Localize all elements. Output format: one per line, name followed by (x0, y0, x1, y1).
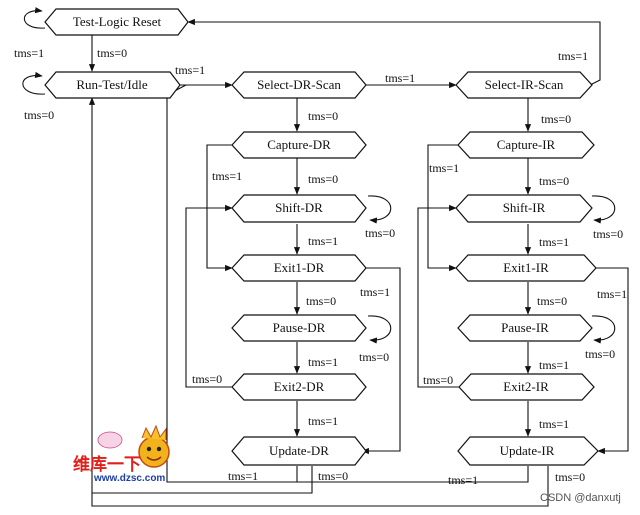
state-label: Update-DR (269, 443, 329, 458)
edge-label-shiftdr-self: tms=0 (365, 226, 395, 240)
state-label: Pause-DR (273, 320, 326, 335)
pausedr-self-loop (367, 315, 392, 344)
edge-label-shiftir-to-exit1ir: tms=1 (539, 235, 569, 249)
edge-label-exit1ir-to-updateir: tms=1 (597, 287, 627, 301)
state-select-ir-scan: Select-IR-Scan (455, 71, 593, 99)
state-label: Exit2-IR (503, 379, 549, 394)
edge-label-shiftir-self: tms=0 (593, 227, 623, 241)
updateir-to-seldr-line (297, 466, 529, 483)
credit-text: CSDN @danxutj (540, 492, 621, 504)
state-label: Select-DR-Scan (257, 77, 341, 92)
state-update-ir: Update-IR (457, 436, 599, 466)
capir-to-exit1ir-line (427, 144, 459, 272)
tlr-self-loop (23, 7, 46, 29)
state-label: Pause-IR (501, 320, 549, 335)
state-update-dr: Update-DR (231, 436, 367, 466)
edge-label-pausedr-self: tms=0 (359, 350, 389, 364)
edge-label-updateir-to-seldr: tms=1 (448, 473, 478, 487)
state-label: Exit1-DR (274, 260, 325, 275)
edge-label-exit2ir-to-shiftir: tms=0 (423, 373, 453, 387)
state-pause-ir: Pause-IR (457, 314, 593, 342)
state-label: Select-IR-Scan (485, 77, 564, 92)
state-shift-dr: Shift-DR (231, 194, 367, 223)
state-shift-ir: Shift-IR (455, 194, 593, 223)
state-test-logic-reset: Test-Logic Reset (44, 8, 189, 36)
edge-label-capdr-to-shiftdr: tms=0 (308, 172, 338, 186)
state-label: Shift-IR (503, 200, 546, 215)
state-exit1-dr: Exit1-DR (231, 254, 367, 282)
exit1dr-to-updatedr-line (361, 267, 401, 455)
state-label: Capture-DR (267, 137, 331, 152)
pauseir-self-loop (591, 315, 616, 344)
edge-label-tlr-to-rti: tms=0 (97, 46, 127, 60)
edge-label-updatedr-to-seldr: tms=1 (228, 469, 258, 483)
exit2ir-to-shiftir-line (417, 204, 459, 388)
state-label: Run-Test/Idle (76, 77, 148, 92)
shiftdr-self-loop (367, 195, 392, 224)
watermark-chinese-text: 维库一下 (73, 454, 141, 475)
state-label: Exit2-DR (274, 379, 325, 394)
state-exit2-dr: Exit2-DR (231, 373, 367, 401)
edge-label-selir-to-capir: tms=0 (541, 112, 571, 126)
state-capture-ir: Capture-IR (457, 131, 595, 159)
exit1ir-to-updateir-line (596, 267, 629, 455)
edge-label-updatedr-to-rti: tms=0 (318, 469, 348, 483)
rti-self-loop (22, 71, 46, 95)
state-label: Capture-IR (497, 137, 556, 152)
edge-label-exit1dr-to-pausedr: tms=0 (306, 294, 336, 308)
state-exit2-ir: Exit2-IR (458, 373, 595, 401)
state-label: Update-IR (500, 443, 555, 458)
edge-label-exit2dr-to-updatedr: tms=1 (308, 414, 338, 428)
updateir-to-rti-line (91, 466, 549, 507)
state-label: Exit1-IR (503, 260, 549, 275)
edge-label-pauseir-to-exit2ir: tms=1 (539, 358, 569, 372)
edge-label-capir-to-exit1ir: tms=1 (429, 161, 459, 175)
edge-label-exit1ir-to-pauseir: tms=0 (537, 294, 567, 308)
edge-label-seldr-to-capdr: tms=0 (308, 109, 338, 123)
edge-label-exit2ir-to-updateir: tms=1 (539, 417, 569, 431)
state-capture-dr: Capture-DR (231, 131, 367, 159)
shiftir-self-loop (591, 195, 616, 224)
edge-label-seldr-to-selir: tms=1 (385, 71, 415, 85)
edge-label-rti-to-seldr: tms=1 (175, 63, 205, 77)
edge-label-exit2dr-to-shiftdr: tms=0 (192, 372, 222, 386)
edge-label-pausedr-to-exit2dr: tms=1 (308, 355, 338, 369)
state-label: Shift-DR (275, 200, 323, 215)
state-label: Test-Logic Reset (73, 14, 162, 29)
selir-to-tlr-arrow (187, 18, 601, 86)
edge-label-capir-to-shiftir: tms=0 (539, 174, 569, 188)
edge-label-selir-to-tlr: tms=1 (558, 49, 588, 63)
capdr-to-exit1dr-line (206, 144, 233, 272)
state-pause-dr: Pause-DR (231, 314, 367, 342)
edge-label-rti-self: tms=0 (24, 108, 54, 122)
state-exit1-ir: Exit1-IR (455, 254, 597, 282)
edge-labels: tms=1 tms=0 tms=0 tms=1 tms=1 tms=1 tms=… (14, 46, 627, 487)
edge-label-exit1dr-to-updatedr: tms=1 (360, 285, 390, 299)
mascot-icon (97, 424, 170, 468)
states: Test-Logic Reset Run-Test/Idle Select-DR… (44, 8, 599, 466)
state-select-dr-scan: Select-DR-Scan (231, 71, 367, 99)
state-run-test-idle: Run-Test/Idle (44, 71, 181, 99)
watermark: 维库一下 www.dzsc.com (73, 424, 170, 484)
edge-label-tlr-self: tms=1 (14, 46, 44, 60)
watermark-url: www.dzsc.com (93, 473, 165, 484)
exit2dr-to-shiftdr-line (185, 204, 233, 388)
edge-label-capdr-to-exit1dr: tms=1 (212, 169, 242, 183)
edge-label-updateir-to-rti: tms=0 (555, 470, 585, 484)
edge-label-shiftdr-to-exit1dr: tms=1 (308, 234, 338, 248)
edge-label-pauseir-self: tms=0 (585, 347, 615, 361)
updatedr-to-rti-line (88, 97, 313, 494)
transition-lines (22, 7, 629, 507)
